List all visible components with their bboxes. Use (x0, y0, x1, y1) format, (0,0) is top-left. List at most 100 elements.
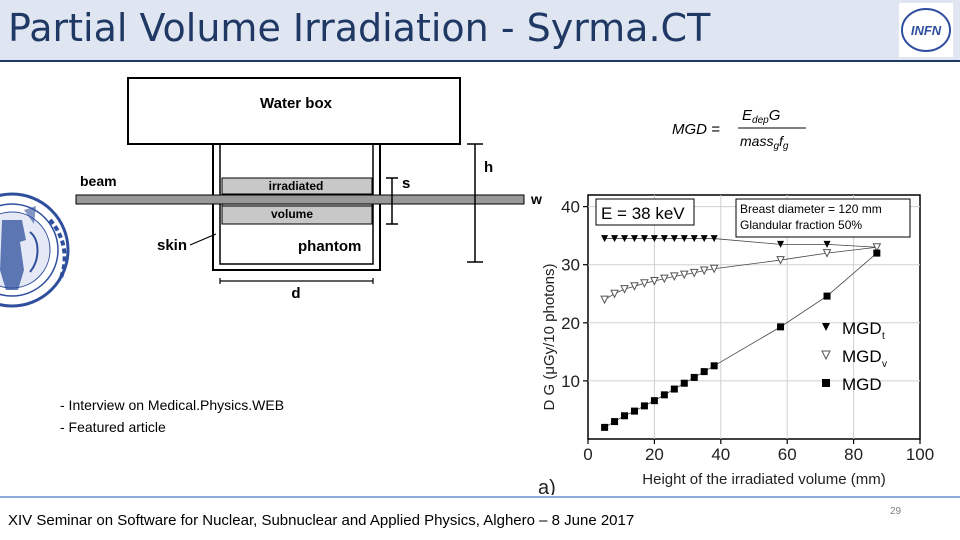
data-point (630, 282, 639, 291)
bullet-list: - Interview on Medical.Physics.WEB - Fea… (60, 394, 284, 438)
data-point (777, 323, 785, 331)
data-point (670, 272, 679, 281)
data-point (601, 423, 609, 431)
data-point (823, 292, 831, 300)
formula-num: E (742, 107, 753, 124)
data-point (700, 235, 708, 243)
formula-den-sub1: g (773, 141, 779, 152)
x-axis-label: Height of the irradiated volume (mm) (642, 471, 885, 488)
x-tick-label: 60 (778, 445, 797, 464)
data-point (689, 268, 699, 278)
legend-label: MGD (842, 347, 882, 366)
data-point (620, 285, 629, 294)
data-point (873, 249, 881, 257)
x-tick-label: 80 (844, 445, 863, 464)
svg-text:EdepG: EdepG (742, 107, 781, 126)
data-point (630, 235, 638, 243)
y-tick-label: 20 (561, 314, 580, 333)
energy-annotation: E = 38 keV (601, 204, 685, 223)
data-point (700, 368, 708, 376)
footer-text: XIV Seminar on Software for Nuclear, Sub… (8, 512, 635, 529)
info-annotation-box (735, 198, 911, 238)
data-point (640, 402, 648, 410)
legend-label-subscript: v (882, 359, 887, 370)
s-label: s (402, 175, 410, 192)
data-point (709, 264, 719, 274)
data-point (822, 249, 832, 258)
data-point (710, 235, 718, 243)
data-point (690, 235, 698, 243)
data-point (699, 266, 709, 276)
slide-title: Partial Volume Irradiation - Syrma.CT (8, 6, 711, 50)
bullet-item: - Interview on Medical.Physics.WEB (60, 397, 285, 413)
beam-label: beam (80, 173, 117, 189)
data-point (660, 391, 668, 399)
data-point (640, 235, 648, 243)
x-tick-label: 20 (645, 445, 664, 464)
data-point (679, 270, 689, 280)
data-point (670, 385, 678, 393)
title-bar (0, 0, 960, 62)
formula-den-sub2: g (783, 141, 789, 152)
data-point (610, 289, 619, 299)
phantom-diagram: Water box beam irradiated volume s h w s… (75, 77, 542, 302)
legend-marker (822, 323, 830, 331)
data-point (690, 373, 698, 381)
w-label: w (530, 191, 542, 207)
bullet-item: - Featured article (60, 419, 166, 435)
data-point (650, 276, 659, 286)
y-axis-label: D G (μGy/10 photons) (541, 263, 558, 410)
legend-label: MGD (842, 319, 882, 338)
infn-logo: INFN (898, 2, 954, 58)
data-point (823, 240, 831, 248)
legend-marker (821, 350, 831, 361)
data-point (650, 397, 658, 405)
mgd-formula: MGD = EdepG massgfg (672, 107, 806, 152)
x-tick-label: 0 (583, 445, 592, 464)
data-point (601, 235, 609, 243)
y-tick-label: 10 (561, 372, 580, 391)
page-number: 29 (890, 506, 902, 517)
beam-bar (75, 194, 525, 205)
infn-logo-text: INFN (911, 23, 942, 38)
water-box-label: Water box (260, 95, 333, 112)
university-seal-icon (0, 192, 70, 308)
phantom-label: phantom (298, 238, 361, 255)
h-label: h (484, 159, 493, 176)
data-point (710, 362, 718, 370)
formula-den-mid: f (779, 133, 785, 149)
data-point (680, 379, 688, 387)
d-label: d (291, 285, 300, 302)
panel-label: a) (538, 477, 556, 495)
footer-divider (0, 496, 960, 498)
data-point (660, 235, 668, 243)
volume-label: volume (271, 207, 313, 221)
y-tick-label: 30 (561, 256, 580, 275)
data-point (611, 235, 619, 243)
data-point (621, 235, 629, 243)
formula-num-tail: G (769, 107, 781, 124)
skin-outer (212, 144, 381, 271)
data-point (777, 240, 785, 248)
info-annotation-line: Breast diameter = 120 mm (740, 202, 882, 216)
data-point (630, 407, 638, 415)
energy-annotation-box (595, 198, 695, 226)
formula-den: mass (740, 133, 773, 149)
legend-marker (822, 379, 830, 387)
formula-lhs: MGD = (672, 121, 720, 138)
data-point (611, 418, 619, 426)
info-annotation-line: Glandular fraction 50% (740, 218, 862, 232)
x-tick-label: 40 (711, 445, 730, 464)
data-point (872, 243, 882, 252)
water-box (127, 77, 461, 145)
svg-text:massgfg: massgfg (740, 133, 789, 152)
title-divider (0, 60, 960, 62)
irradiated-label: irradiated (269, 179, 324, 193)
data-point (650, 235, 658, 243)
legend-label: MGD (842, 375, 882, 394)
legend-label-subscript: t (882, 331, 885, 342)
data-point (600, 295, 609, 305)
data-point (670, 235, 678, 243)
data-point (776, 256, 785, 265)
